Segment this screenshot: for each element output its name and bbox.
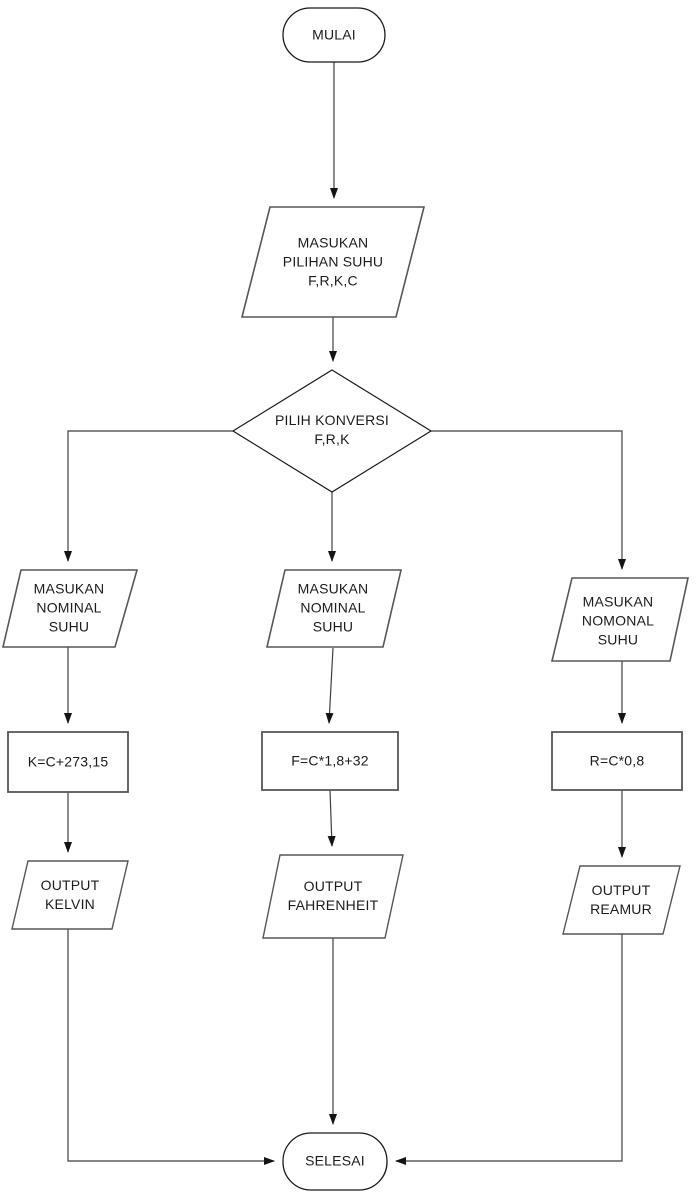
input-fahrenheit-parallelogram-shape (265, 569, 403, 648)
flow-connectors (64, 62, 626, 1165)
formula-reamur-process-shape (551, 731, 683, 791)
output-reamur-parallelogram-shape (562, 865, 681, 935)
start-terminator-shape (282, 7, 386, 63)
edge-input-fahrenheit-to-formula (325, 647, 334, 724)
output-fahrenheit-parallelogram-shape (262, 854, 404, 939)
input-choice-parallelogram-shape (240, 206, 426, 318)
edge-decision-to-input-reamur (431, 430, 626, 570)
end-terminator-shape (282, 1132, 388, 1191)
input-reamur-parallelogram-shape (550, 577, 689, 662)
formula-kelvin-process-shape (7, 731, 129, 793)
input-kelvin-parallelogram-shape (1, 569, 139, 648)
edge-output-kelvin-to-end (67, 929, 275, 1165)
formula-fahrenheit-process-shape (261, 731, 399, 791)
edge-formula-fahrenheit-to-output (327, 789, 336, 847)
edge-decision-to-input-kelvin (64, 430, 233, 562)
decision-diamond-shape (231, 369, 433, 493)
output-kelvin-parallelogram-shape (11, 860, 129, 930)
edge-output-reamur-to-end (395, 934, 623, 1165)
